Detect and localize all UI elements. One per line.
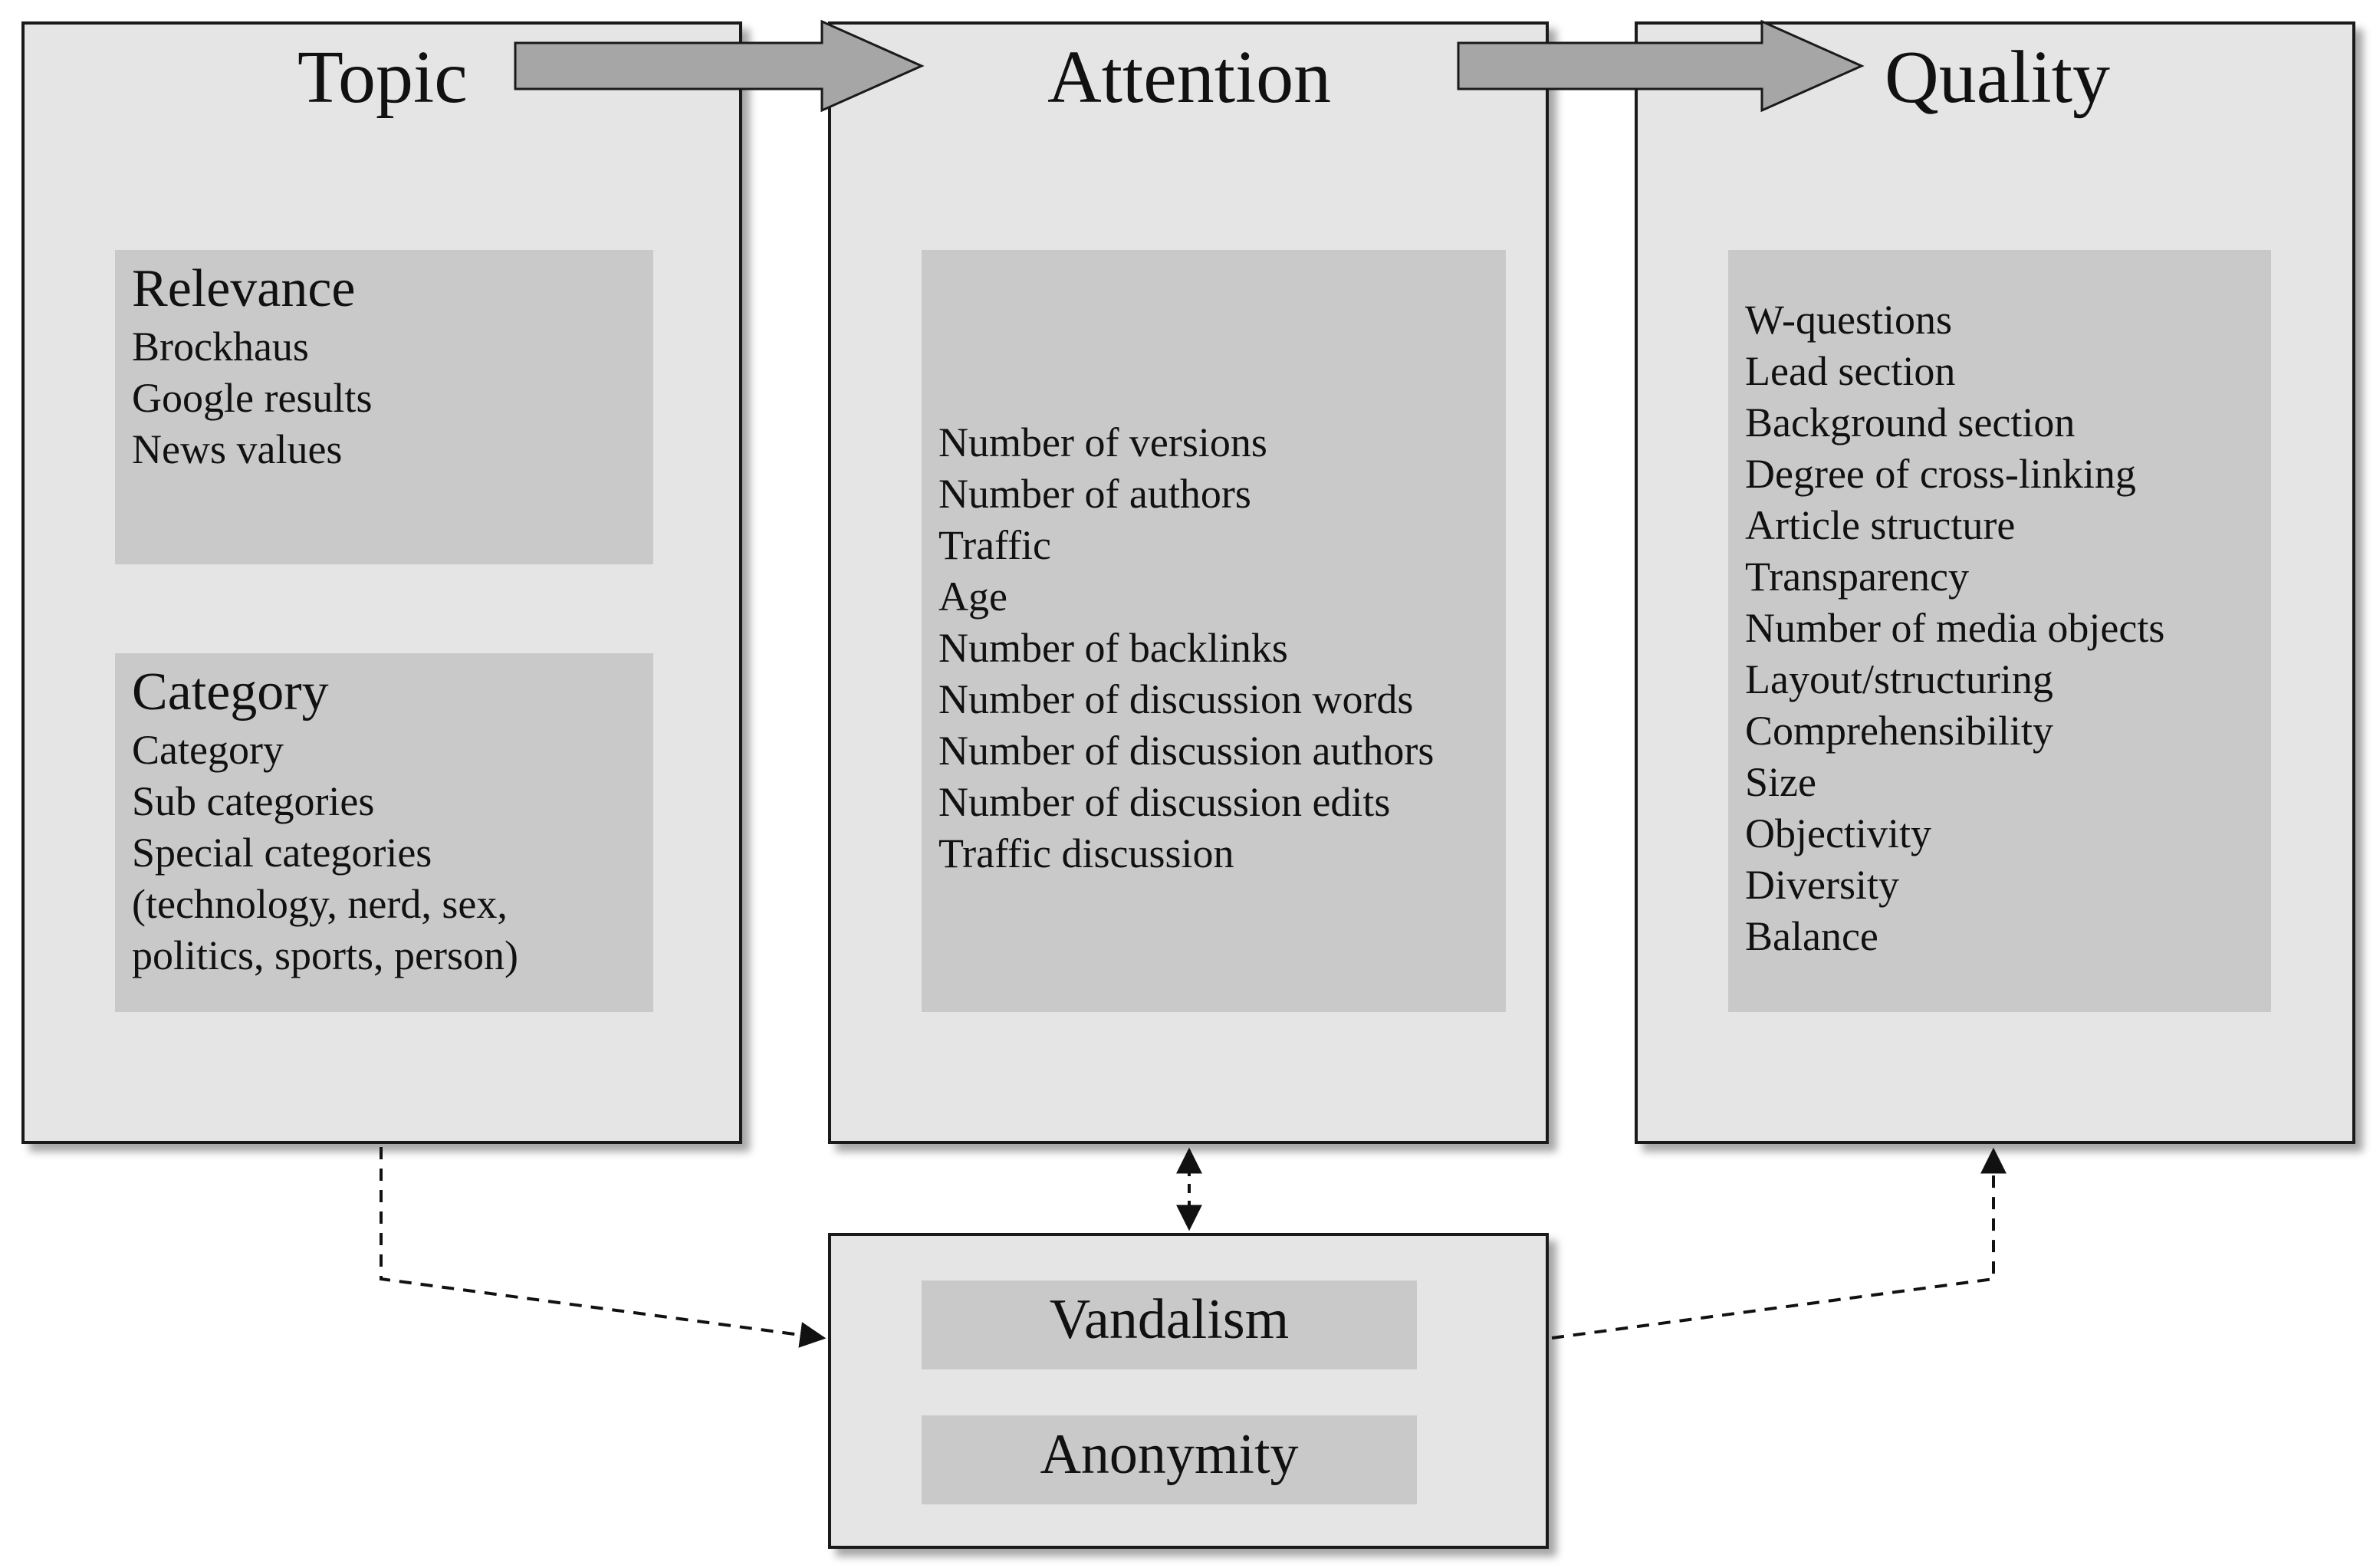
attention-metrics-box: Number of versions Number of authors Tra… [922,250,1506,1012]
vandalism-box: Vandalism [922,1280,1417,1369]
quality-item: W-questions [1745,297,1952,343]
relevance-item: Brockhaus [132,324,309,370]
attention-item: Number of authors [938,471,1251,517]
quality-item: Background section [1745,399,2076,445]
category-item: (technology, nerd, sex, [132,881,508,927]
anonymity-box: Anonymity [922,1415,1417,1504]
vandalism-anonymity-panel: Vandalism Anonymity [828,1233,1549,1549]
topic-to-vandalism-dashed-arrow [380,1147,827,1348]
attention-panel: Attention Number of versions Number of a… [828,21,1549,1144]
topic-title: Topic [297,36,468,119]
category-box: Category Category Sub categories Special… [115,653,653,1012]
relevance-item: News values [132,426,343,472]
attention-item: Number of discussion authors [938,728,1435,774]
relevance-item: Google results [132,375,373,421]
quality-item: Lead section [1745,348,1956,394]
quality-item: Number of media objects [1745,605,2165,651]
quality-item: Layout/structuring [1745,656,2053,702]
attention-to-quality-arrow [1457,19,1865,113]
quality-item: Balance [1745,913,1878,959]
vandalism-to-quality-dashed-arrow [1551,1147,2007,1340]
quality-title: Quality [1885,36,2110,119]
relevance-box: Relevance Brockhaus Google results News … [115,250,653,564]
attention-item: Age [938,574,1007,620]
category-item: Category [132,727,284,773]
vandalism-label: Vandalism [1049,1288,1290,1351]
attention-title: Attention [1047,36,1332,119]
category-title: Category [132,662,329,722]
quality-item: Objectivity [1745,810,1931,856]
attention-item: Traffic discussion [938,830,1234,876]
quality-panel: Quality W-questions Lead section Backgro… [1635,21,2355,1144]
topic-to-attention-arrow [514,19,925,113]
quality-item: Diversity [1745,862,1899,908]
quality-item: Size [1745,759,1816,805]
attention-item: Number of discussion edits [938,779,1391,825]
category-item: Special categories [132,830,432,876]
attention-item: Number of discussion words [938,676,1414,722]
attention-item: Number of versions [938,419,1267,465]
attention-item: Number of backlinks [938,625,1288,671]
topic-panel: Topic Relevance Brockhaus Google results… [21,21,742,1144]
quality-item: Transparency [1745,554,1969,600]
quality-item: Article structure [1745,502,2016,548]
attention-item: Traffic [938,522,1051,568]
category-item: politics, sports, person) [132,932,518,978]
relevance-title: Relevance [132,259,356,318]
quality-metrics-box: W-questions Lead section Background sect… [1728,250,2271,1012]
anonymity-label: Anonymity [1040,1423,1299,1486]
category-item: Sub categories [132,778,375,824]
quality-item: Degree of cross-linking [1745,451,2136,497]
quality-item: Comprehensibility [1745,708,2053,754]
